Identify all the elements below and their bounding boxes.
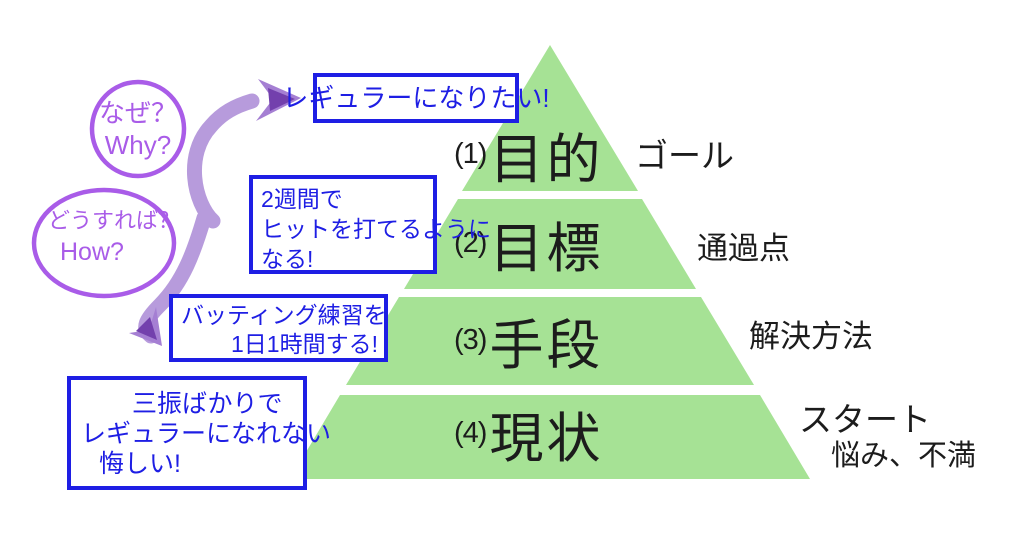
note-means-line: バッティング練習を — [181, 302, 387, 328]
note-current-line: レギュラーになれない — [81, 420, 332, 448]
tier-4-title: 現状 — [489, 408, 604, 469]
why-bubble-outline — [89, 79, 187, 179]
curved-arrow-up-icon — [186, 93, 260, 229]
why-bubble-line: なぜ？ — [98, 98, 177, 128]
note-current-box: 三振ばかりで レギュラーになれない 悔しい! — [67, 376, 332, 490]
tier-2-number: (2) — [454, 226, 487, 259]
note-current-line: 悔しい! — [99, 450, 181, 478]
how-bubble: どうすれば？ How? — [48, 206, 181, 268]
note-means-box: バッティング練習を 1日1時間する! — [169, 294, 388, 362]
note-purpose-box: レギュラーになりたい! — [282, 73, 550, 123]
curved-arrow-down-head-dark-icon — [136, 317, 157, 340]
note-target-box: 2週間で ヒットを打てるように なる! — [249, 175, 491, 274]
how-bubble-line: どうすれば？ — [48, 208, 181, 233]
note-target-line: 2週間で — [261, 186, 343, 212]
side-label-solution: 解決方法 — [749, 319, 873, 354]
tier-2-title: 目標 — [489, 218, 604, 279]
how-bubble-line: How? — [60, 238, 124, 266]
tier-3-title: 手段 — [489, 315, 604, 376]
tier-4-label: (4) 現状 — [454, 404, 603, 469]
tier-3-number: (3) — [454, 323, 487, 356]
tier-1-title: 目的 — [489, 129, 604, 190]
tier-4-number: (4) — [454, 416, 487, 449]
side-label-waypoint: 通過点 — [697, 231, 790, 266]
side-label-start: スタート — [799, 401, 931, 438]
tier-3-label: (3) 手段 — [454, 311, 603, 376]
note-target-line: ヒットを打てるように — [261, 216, 491, 242]
side-label-worries: 悩み、不満 — [831, 440, 977, 472]
how-bubble-outline — [31, 187, 177, 299]
why-bubble: なぜ？ Why? — [95, 97, 181, 161]
note-means-line: 1日1時間する! — [231, 331, 378, 357]
pyramid-tier-4-shape — [290, 395, 810, 479]
why-bubble-line: Why? — [104, 130, 172, 160]
pyramid-tier-2-shape — [404, 199, 696, 289]
pyramid-tier-3-shape — [346, 297, 754, 385]
side-label-goal: ゴール — [635, 137, 734, 174]
note-current-line: 三振ばかりで — [132, 390, 283, 418]
tier-1-label: (1) 目的 — [454, 125, 603, 190]
pyramid-tier-1-shape — [462, 45, 638, 191]
tier-2-label: (2) 目標 — [454, 214, 603, 279]
note-purpose-line: レギュラーになりたい! — [282, 83, 550, 113]
tier-1-number: (1) — [454, 137, 487, 170]
curved-arrow-up-head-dark-icon — [268, 88, 295, 111]
note-target-line: なる! — [261, 246, 314, 272]
